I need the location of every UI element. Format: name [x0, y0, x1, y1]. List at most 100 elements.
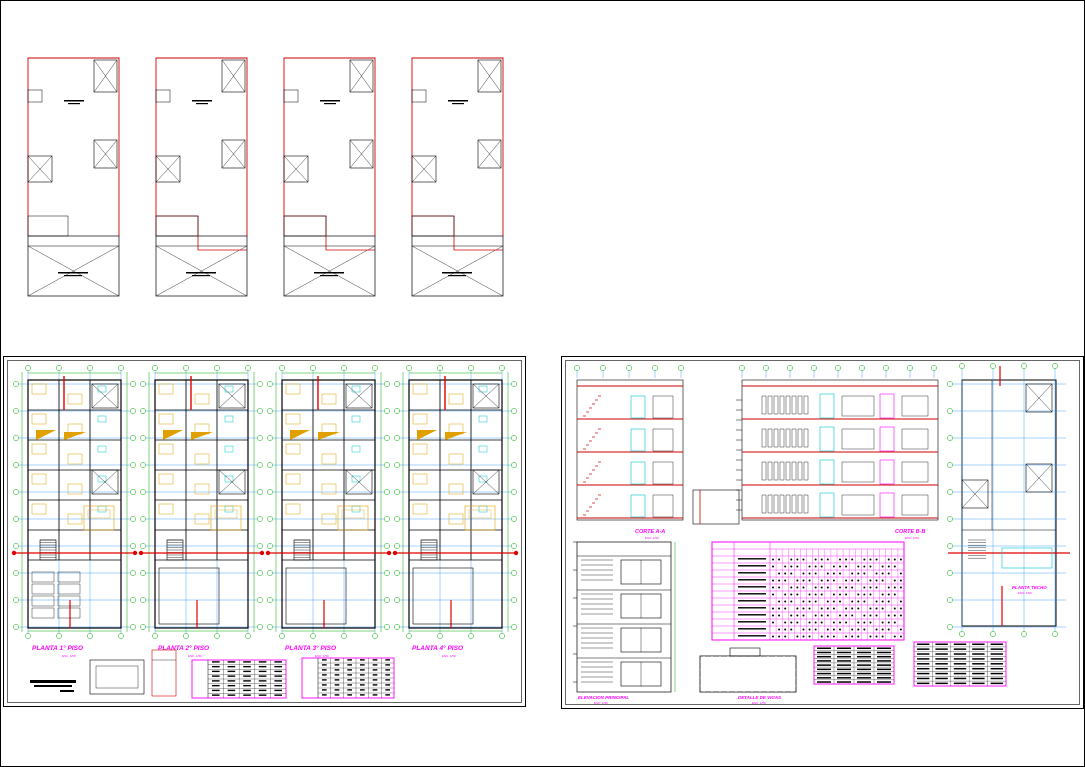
table-cell-text — [212, 670, 220, 673]
furniture — [67, 393, 83, 405]
axis-bubble-right — [384, 624, 390, 630]
axis-bubble-bottom — [406, 633, 412, 639]
schedule-cell-text — [953, 682, 967, 685]
tank — [1001, 547, 1053, 569]
table-cell-text — [334, 659, 340, 661]
axis-bubble-top — [279, 365, 285, 371]
furniture — [158, 413, 174, 425]
bed-pillow — [214, 509, 238, 519]
site-property-line — [411, 57, 504, 236]
matrix-mark — [845, 565, 848, 568]
axis-bubble-right — [257, 408, 263, 414]
matrix-mark — [790, 586, 793, 589]
bed — [464, 505, 496, 531]
tile-wall — [879, 459, 895, 485]
cabinet — [773, 395, 779, 415]
matrix-mark — [832, 579, 835, 582]
table-cell-text — [212, 684, 220, 687]
matrix-mark — [826, 579, 829, 582]
matrix-mark — [814, 565, 817, 568]
matrix-mark — [778, 558, 781, 561]
schedule-cell-text — [877, 647, 891, 649]
elevation-group — [573, 541, 676, 693]
table-cell-text — [258, 680, 267, 682]
axis-bubble-left — [394, 462, 400, 468]
bed — [337, 505, 369, 531]
matrix-mark — [826, 628, 829, 631]
tile-wall — [819, 393, 835, 419]
cabinet — [773, 461, 779, 481]
schedule-cell-text — [990, 643, 1003, 645]
matrix-mark — [832, 635, 835, 638]
axis-bubble-left — [140, 489, 146, 495]
site-patio-left-diag — [155, 155, 181, 183]
axis-bubble-left — [13, 408, 19, 414]
matrix-mark — [778, 607, 781, 610]
schedule-cell-text — [877, 655, 891, 658]
patio-box-diag — [218, 383, 246, 409]
site-text-bar — [196, 103, 208, 105]
schedule-cell-text — [917, 682, 930, 685]
site-patio-left — [27, 155, 53, 183]
roof-patio — [1025, 463, 1053, 493]
table-cell-text — [322, 684, 327, 686]
matrix-mark — [881, 635, 884, 638]
patio-box — [345, 469, 373, 495]
axis-bubble-right — [384, 597, 390, 603]
matrix-mark — [887, 621, 890, 624]
matrix-mark — [845, 593, 848, 596]
axis-bubble — [947, 408, 953, 414]
matrix-mark — [796, 607, 799, 610]
site-text-bar — [442, 272, 472, 274]
site-patio-left-diag — [283, 155, 309, 183]
cabinet — [779, 461, 785, 481]
matrix-mark — [863, 565, 866, 568]
axis-bubble — [600, 365, 606, 371]
schedule-cell-text — [857, 677, 871, 679]
orange-fill — [290, 430, 310, 440]
axis-bubble-right — [384, 462, 390, 468]
table-cell-text — [360, 659, 365, 661]
matrix-mark — [839, 614, 841, 617]
schedule-cell-text — [990, 663, 1003, 665]
axis-bubble — [959, 631, 965, 637]
schedule-cell-text — [917, 677, 930, 680]
schedule-cell-text — [990, 667, 1003, 670]
schedule-cell-text — [877, 668, 891, 671]
furniture — [285, 413, 301, 425]
cabinet — [779, 395, 785, 415]
floor-plans-group — [11, 365, 519, 639]
furniture — [321, 513, 337, 525]
cabinet — [773, 428, 779, 448]
table-cell-text — [227, 680, 236, 682]
section-scale-b: ESC: 1/50 — [905, 536, 919, 540]
matrix-mark — [784, 628, 787, 631]
matrix-mark — [893, 593, 896, 596]
matrix-mark — [857, 572, 860, 575]
matrix-mark — [796, 565, 799, 568]
site-room — [283, 215, 327, 237]
axis-bubble-left — [267, 489, 273, 495]
matrix-mark — [814, 558, 817, 561]
table-cell-text — [258, 675, 267, 677]
matrix-mark — [808, 579, 811, 582]
axis-bubble-right — [130, 570, 136, 576]
table-cell-text — [212, 665, 220, 668]
matrix-mark — [778, 600, 781, 603]
matrix-mark — [772, 607, 774, 610]
matrix-mark — [863, 614, 866, 617]
axis-bubble-right — [130, 516, 136, 522]
exterior-wall — [408, 379, 503, 629]
matrix-mark — [808, 628, 811, 631]
table-cell-text — [322, 664, 327, 666]
site-text-bar — [448, 100, 468, 102]
schedule-cell-text — [953, 672, 967, 675]
site-patio-top-diag — [477, 59, 502, 93]
furniture — [412, 503, 428, 515]
matrix-mark — [899, 572, 902, 575]
matrix-mark — [820, 607, 823, 610]
cabinet — [785, 395, 791, 415]
axis-bubble-right — [130, 435, 136, 441]
site-text-bar — [324, 103, 336, 105]
table-cell-text — [334, 694, 340, 696]
